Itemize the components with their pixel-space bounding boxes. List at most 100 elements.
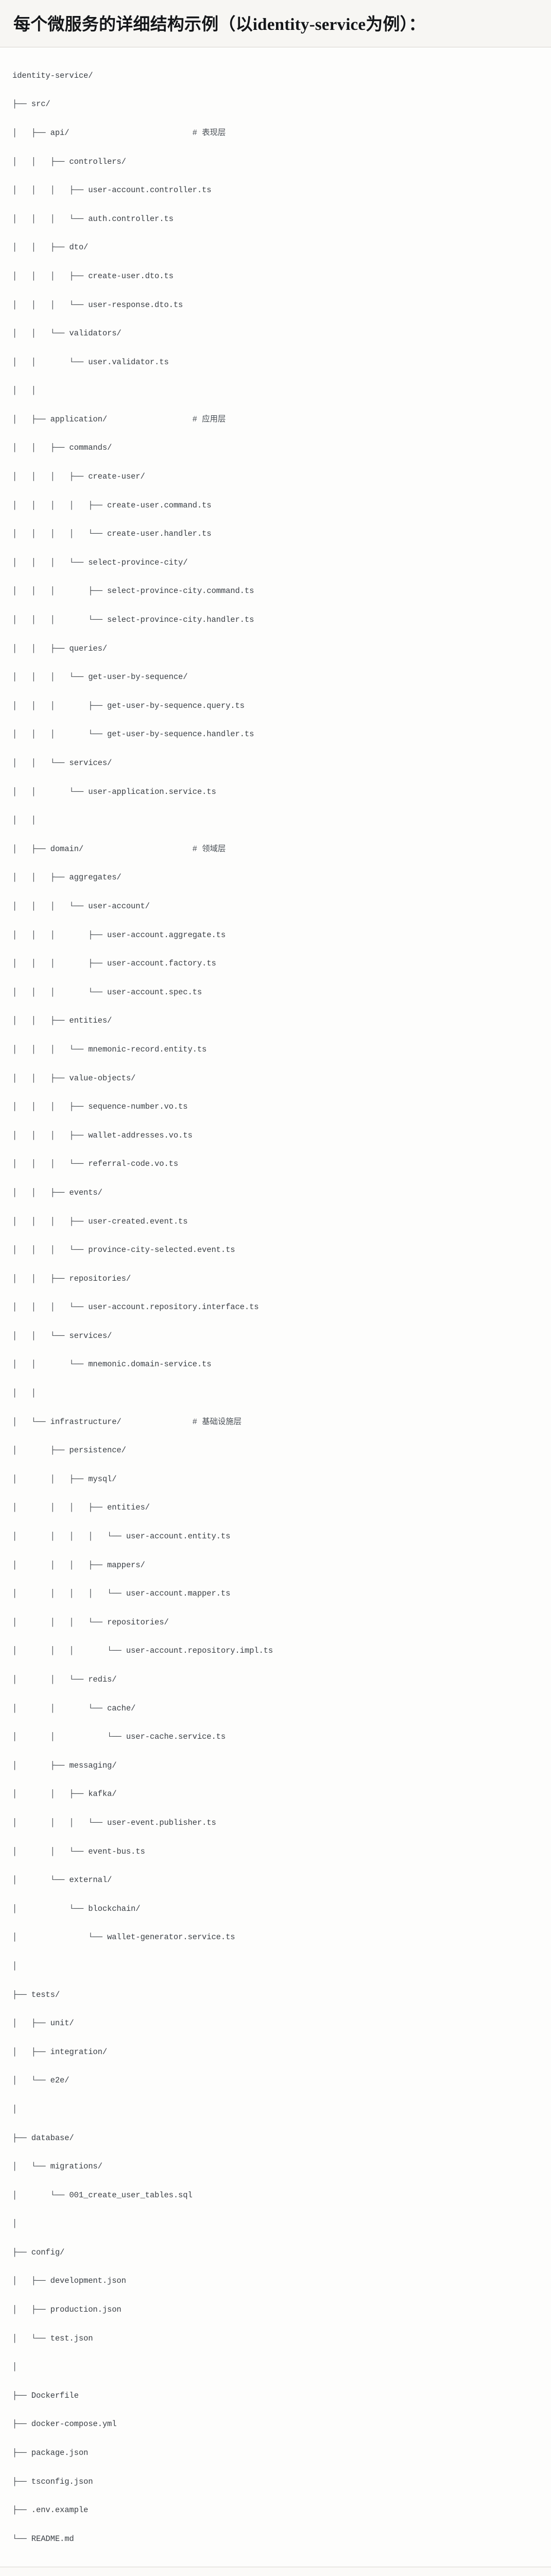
tree-line: │ │ ├── entities/: [12, 1016, 112, 1026]
tree-line: │ └── external/: [12, 1875, 112, 1885]
tree-line: │ │ │ ├── entities/: [12, 1503, 150, 1513]
tree-line: │ │: [12, 1388, 37, 1398]
tree-line: │ │ │ └── referral-code.vo.ts: [12, 1159, 179, 1169]
tree-line: │ │ │ └── province-city-selected.event.t…: [12, 1245, 235, 1255]
tree-line: │ │ │ │ ├── create-user.command.ts: [12, 500, 212, 510]
tree-line: │ │ │ └── user-account.repository.impl.t…: [12, 1646, 273, 1656]
tree-line: │ │ ├── commands/: [12, 443, 112, 453]
tree-line: │ └── migrations/: [12, 2162, 102, 2172]
tree-line: ├── tests/: [12, 1990, 60, 1999]
tree-line: │ │ │ └── user-event.publisher.ts: [12, 1818, 216, 1827]
tree-line: │ │ ├── mysql/: [12, 1474, 117, 1484]
tree-line: │ │ └── services/: [12, 1331, 112, 1341]
document-header: 每个微服务的详细结构示例（以identity-service为例）：: [0, 0, 551, 48]
tree-line: │ └── infrastructure/ # 基础设施层: [12, 1415, 539, 1429]
tree-line: │ │ ├── controllers/: [12, 157, 126, 166]
tree-line: │ └── 001_create_user_tables.sql: [12, 2190, 193, 2200]
tree-line: │ └── wallet-generator.service.ts: [12, 1933, 235, 1942]
tree-line: │ │ └── event-bus.ts: [12, 1846, 145, 1856]
page-title: 每个微服务的详细结构示例（以identity-service为例）：: [13, 15, 426, 34]
directory-tree-code: identity-service/ ├── src/ │ ├── api/ # …: [12, 69, 539, 2546]
tree-line: │: [12, 2104, 18, 2114]
tree-line: │ │ │ │ └── user-account.entity.ts: [12, 1532, 231, 1541]
tree-line: │ │ │ ├── user-account.factory.ts: [12, 959, 216, 969]
tree-line: │ │ │ │ └── create-user.handler.ts: [12, 529, 212, 539]
tree-line: │: [12, 2362, 18, 2372]
tree-line: │ │ │ └── get-user-by-sequence/: [12, 672, 188, 682]
tree-line: │ │ │ │ └── user-account.mapper.ts: [12, 1589, 231, 1599]
tree-line: │ │ ├── dto/: [12, 243, 89, 252]
tree-node-path: │ └── infrastructure/: [12, 1417, 193, 1427]
tree-layer-comment: # 表现层: [192, 128, 226, 138]
tree-line: │ │ ├── queries/: [12, 643, 108, 653]
tree-line: │ ├── domain/ # 领域层: [12, 842, 539, 856]
tree-line: │ │ │ ├── create-user.dto.ts: [12, 271, 174, 281]
tree-node-path: │ ├── application/: [12, 414, 193, 424]
tree-line: │: [12, 1961, 18, 1971]
tree-line: │ └── blockchain/: [12, 1904, 141, 1913]
tree-node-path: │ ├── domain/: [12, 844, 193, 854]
tree-line: │ │ │ ├── user-account.aggregate.ts: [12, 930, 226, 940]
tree-line: │ └── test.json: [12, 2333, 93, 2343]
tree-line: ├── database/: [12, 2133, 74, 2143]
tree-line: ├── tsconfig.json: [12, 2477, 93, 2486]
tree-line: ├── Dockerfile: [12, 2391, 79, 2400]
key-notes-block: 关键说明： 微服务架构：每个Context对应一个独立的微服务，完全解耦六边形架…: [0, 2566, 551, 2576]
tree-line: │ │ ├── events/: [12, 1188, 102, 1197]
tree-line: │ │ │ ├── sequence-number.vo.ts: [12, 1102, 188, 1112]
tree-line: │ │ └── user-cache.service.ts: [12, 1732, 226, 1742]
tree-line: │ │ │ └── user-response.dto.ts: [12, 300, 183, 310]
tree-line: │ │ │ └── user-account/: [12, 901, 150, 911]
tree-line: │ │ │ └── mnemonic-record.entity.ts: [12, 1044, 207, 1054]
tree-line: │ ├── messaging/: [12, 1760, 117, 1770]
tree-line: │ │ │ └── select-province-city.handler.t…: [12, 615, 254, 625]
tree-line: │ │ │ ├── user-account.controller.ts: [12, 185, 212, 195]
tree-line: │ │ ├── repositories/: [12, 1274, 131, 1283]
tree-line: │ │ │ └── repositories/: [12, 1617, 169, 1627]
tree-line: │ │ │ ├── wallet-addresses.vo.ts: [12, 1130, 193, 1140]
tree-line: │: [12, 2219, 18, 2229]
tree-line: │ │ │ ├── user-created.event.ts: [12, 1216, 188, 1226]
tree-line: │ │ └── redis/: [12, 1675, 117, 1684]
tree-line: │ │: [12, 816, 37, 825]
tree-layer-comment: # 基础设施层: [192, 1417, 242, 1427]
directory-tree-block: identity-service/ ├── src/ │ ├── api/ # …: [0, 47, 551, 2567]
tree-line: ├── src/: [12, 99, 50, 109]
tree-line: │ │ │ ├── create-user/: [12, 472, 145, 482]
tree-line: │ ├── production.json: [12, 2305, 122, 2315]
tree-layer-comment: # 应用层: [192, 414, 226, 424]
tree-line: │ │ └── mnemonic.domain-service.ts: [12, 1360, 212, 1369]
tree-line: │ │ │ ├── get-user-by-sequence.query.ts: [12, 701, 245, 710]
tree-line: │ │ ├── aggregates/: [12, 873, 122, 883]
directory-tree: identity-service/ ├── src/ │ ├── api/ # …: [12, 69, 539, 2546]
tree-line: ├── docker-compose.yml: [12, 2419, 117, 2429]
tree-line: │ ├── development.json: [12, 2276, 126, 2286]
tree-line: │ │ │ └── select-province-city/: [12, 557, 188, 567]
tree-line: │ │: [12, 386, 37, 396]
tree-line: │ │ └── validators/: [12, 329, 122, 338]
tree-line: ├── .env.example: [12, 2505, 89, 2515]
tree-line: ├── config/: [12, 2247, 65, 2257]
tree-line: │ │ └── user.validator.ts: [12, 357, 169, 367]
tree-line: │ │ ├── kafka/: [12, 1789, 117, 1799]
tree-line: └── README.md: [12, 2534, 74, 2544]
tree-line: │ │ └── user-application.service.ts: [12, 787, 216, 796]
tree-line: │ ├── persistence/: [12, 1446, 126, 1455]
tree-line: │ │ │ └── auth.controller.ts: [12, 214, 174, 224]
tree-line: │ ├── api/ # 表现层: [12, 126, 539, 140]
tree-line: │ ├── unit/: [12, 2019, 74, 2028]
tree-line: │ │ └── cache/: [12, 1703, 136, 1713]
tree-line: │ │ ├── value-objects/: [12, 1073, 136, 1083]
tree-line: │ │ │ ├── select-province-city.command.t…: [12, 586, 254, 596]
tree-node-path: │ ├── api/: [12, 128, 193, 138]
tree-line: identity-service/: [12, 71, 93, 80]
tree-line: │ └── e2e/: [12, 2076, 70, 2086]
tree-layer-comment: # 领域层: [192, 844, 226, 854]
tree-line: │ ├── integration/: [12, 2047, 108, 2057]
tree-line: │ │ │ └── get-user-by-sequence.handler.t…: [12, 730, 254, 739]
tree-line: ├── package.json: [12, 2448, 89, 2458]
tree-line: │ │ │ ├── mappers/: [12, 1560, 145, 1570]
tree-line: │ │ │ └── user-account.repository.interf…: [12, 1302, 259, 1312]
tree-line: │ │ │ └── user-account.spec.ts: [12, 987, 202, 997]
